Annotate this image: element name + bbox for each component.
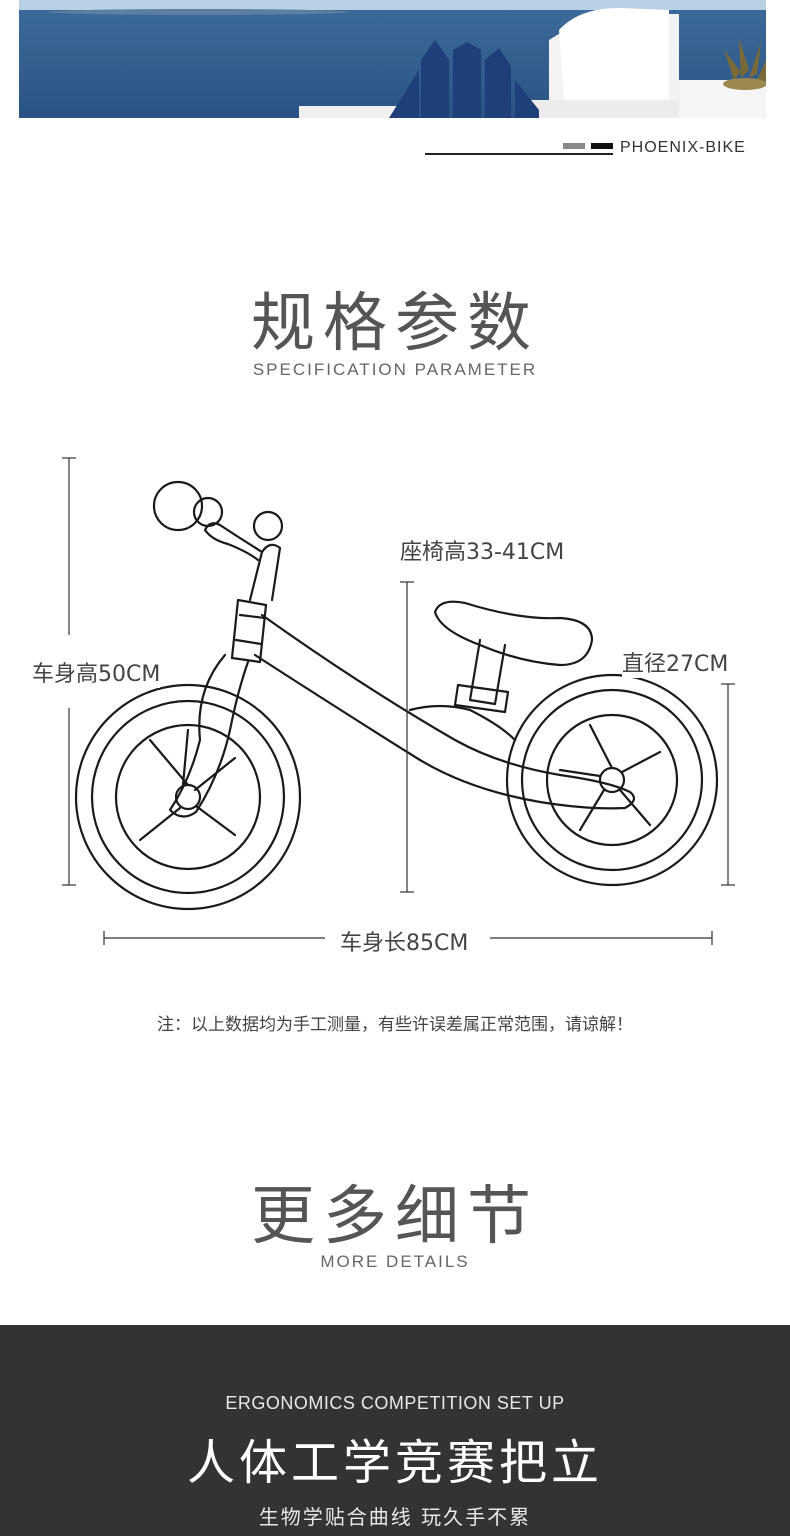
banner-photo [19,0,766,118]
spec-subtitle: SPECIFICATION PARAMETER [252,360,538,379]
wheel-diameter-label: 直径27CM [622,646,729,678]
details-title: 更多细节 [251,1180,539,1254]
measurement-note: 注：以上数据均为手工测量，有些许误差属正常范围，请谅解！ [157,1015,633,1035]
ergonomics-english: ERGONOMICS COMPETITION SET UP [225,1393,565,1413]
seat-height-label: 座椅高33-41CM [400,534,565,566]
brand-name: PHOENIX-BIKE [620,139,746,156]
body-length-label: 车身长85CM [340,925,469,957]
details-subtitle: MORE DETAILS [320,1252,470,1271]
brand-mark-gray [563,143,585,149]
brand-mark-black [591,143,613,149]
ergonomics-subtitle: 生物学贴合曲线 玩久手不累 [258,1505,532,1529]
brand-underline [425,153,613,155]
body-height-label: 车身高50CM [32,656,161,688]
bike-line-drawing [62,457,735,945]
ergonomics-section: ERGONOMICS COMPETITION SET UP 人体工学竞赛把立 生… [0,1325,790,1536]
ergonomics-title: 人体工学竞赛把立 [186,1435,603,1491]
spec-title: 规格参数 [251,287,539,361]
bike-dimension-diagram: 座椅高33-41CM 车身高50CM 直径27CM 车身长85CM [0,440,790,970]
